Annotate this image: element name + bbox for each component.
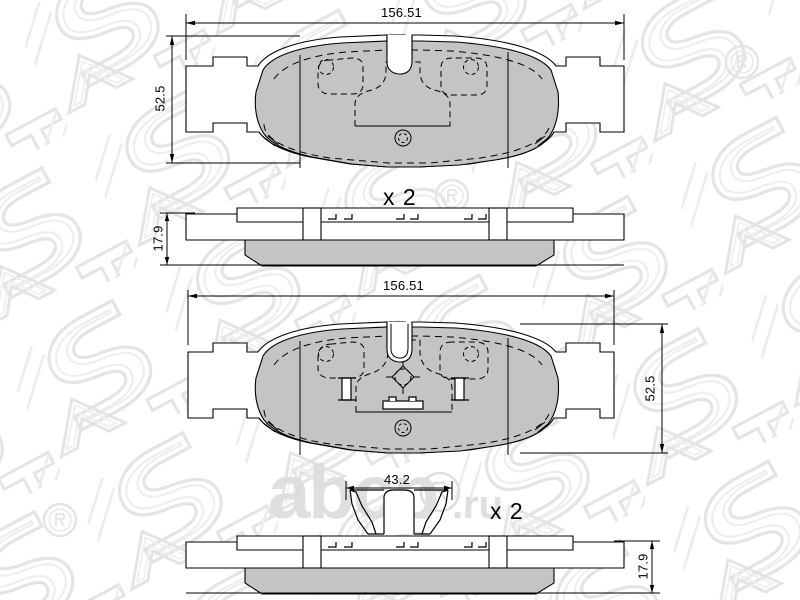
upper-pad-top-notch bbox=[386, 35, 413, 75]
lower-pad-central-recess bbox=[355, 339, 453, 413]
dimension-height-left bbox=[166, 35, 300, 164]
lower-side-ear-right bbox=[488, 535, 508, 569]
svg-text:.ru: .ru bbox=[452, 483, 503, 527]
clip-center-tab bbox=[383, 489, 415, 534]
view-upper-pad-side bbox=[160, 207, 625, 267]
lower-side-detail-a bbox=[328, 542, 353, 548]
lower-side-friction-block bbox=[244, 567, 555, 595]
lower-pad-inner-contour-lower bbox=[263, 409, 551, 450]
dimension-thickness-lower bbox=[614, 540, 660, 594]
lower-pad-center-hole bbox=[394, 419, 412, 437]
registered-mark-icon bbox=[434, 178, 470, 214]
quantity-label-upper: x 2 bbox=[383, 184, 417, 210]
dimension-label-height-right: 52.5 bbox=[642, 375, 658, 402]
lower-pad-sensor-clip-right bbox=[451, 377, 469, 401]
clip-arm-left bbox=[349, 489, 377, 535]
dimension-label-width-top: 156.51 bbox=[381, 5, 422, 20]
dimension-height-right bbox=[520, 323, 668, 454]
upper-pad-slot-right bbox=[440, 57, 488, 96]
upper-side-friction-block bbox=[244, 239, 555, 267]
dimension-label-width-mid: 156.51 bbox=[383, 278, 424, 293]
upper-side-ear-left bbox=[302, 207, 322, 241]
view-lower-pad-side bbox=[185, 535, 660, 595]
lower-side-shim-strip bbox=[236, 535, 574, 551]
dimension-label-width-clip: 43.2 bbox=[384, 472, 411, 487]
upper-side-detail-c bbox=[464, 214, 487, 220]
registered-mark-icon bbox=[724, 44, 760, 80]
clip-arm-right bbox=[421, 489, 449, 535]
lower-pad-pin-hole-right bbox=[463, 346, 479, 362]
dimension-thickness-upper bbox=[160, 212, 195, 266]
dimension-label-thickness-upper: 17.9 bbox=[150, 225, 166, 252]
lower-side-detail-c bbox=[464, 542, 487, 548]
view-clip bbox=[345, 481, 453, 535]
dimension-width-clip bbox=[345, 481, 453, 500]
lower-pad-pin-hole-left bbox=[318, 346, 334, 362]
lower-pad-wear-sensor bbox=[382, 396, 424, 410]
view-upper-pad-front bbox=[166, 14, 625, 168]
dimension-label-thickness-lower: 17.9 bbox=[635, 553, 651, 580]
registered-mark-icon bbox=[42, 502, 78, 538]
upper-side-detail-a bbox=[328, 214, 353, 220]
upper-pad-center-hole bbox=[394, 129, 412, 147]
dimension-width-top bbox=[185, 14, 625, 60]
lower-pad-top-notch-inner bbox=[390, 324, 409, 359]
upper-side-ear-right bbox=[488, 207, 508, 241]
view-lower-pad-front bbox=[187, 290, 668, 455]
lower-side-detail-b bbox=[396, 542, 419, 548]
upper-pad-pin-hole-right bbox=[463, 59, 479, 75]
lower-pad-top-notch bbox=[386, 322, 413, 363]
chamfer-left-lower bbox=[264, 421, 279, 433]
chamfer-right bbox=[534, 135, 549, 147]
upper-side-shim-strip bbox=[236, 207, 574, 223]
upper-pad-inner-contour-lower bbox=[263, 123, 551, 164]
chamfer-right-lower bbox=[534, 421, 549, 433]
upper-pad-pin-hole-left bbox=[318, 59, 334, 75]
quantity-label-lower: x 2 bbox=[490, 498, 524, 524]
upper-side-detail-b bbox=[396, 214, 419, 220]
lower-pad-sensor-clip-left bbox=[338, 377, 356, 401]
chamfer-left bbox=[264, 135, 279, 147]
dimension-label-height-left: 52.5 bbox=[152, 85, 168, 112]
lower-pad-center-hole-inner bbox=[398, 423, 408, 433]
lower-side-ear-left bbox=[302, 535, 322, 569]
lower-pad-pocket-right bbox=[439, 341, 489, 380]
upper-pad-center-hole-inner bbox=[398, 133, 408, 143]
dimension-width-mid bbox=[187, 290, 615, 345]
lower-pad-center-boss bbox=[386, 360, 420, 394]
upper-pad-central-recess bbox=[354, 61, 451, 127]
